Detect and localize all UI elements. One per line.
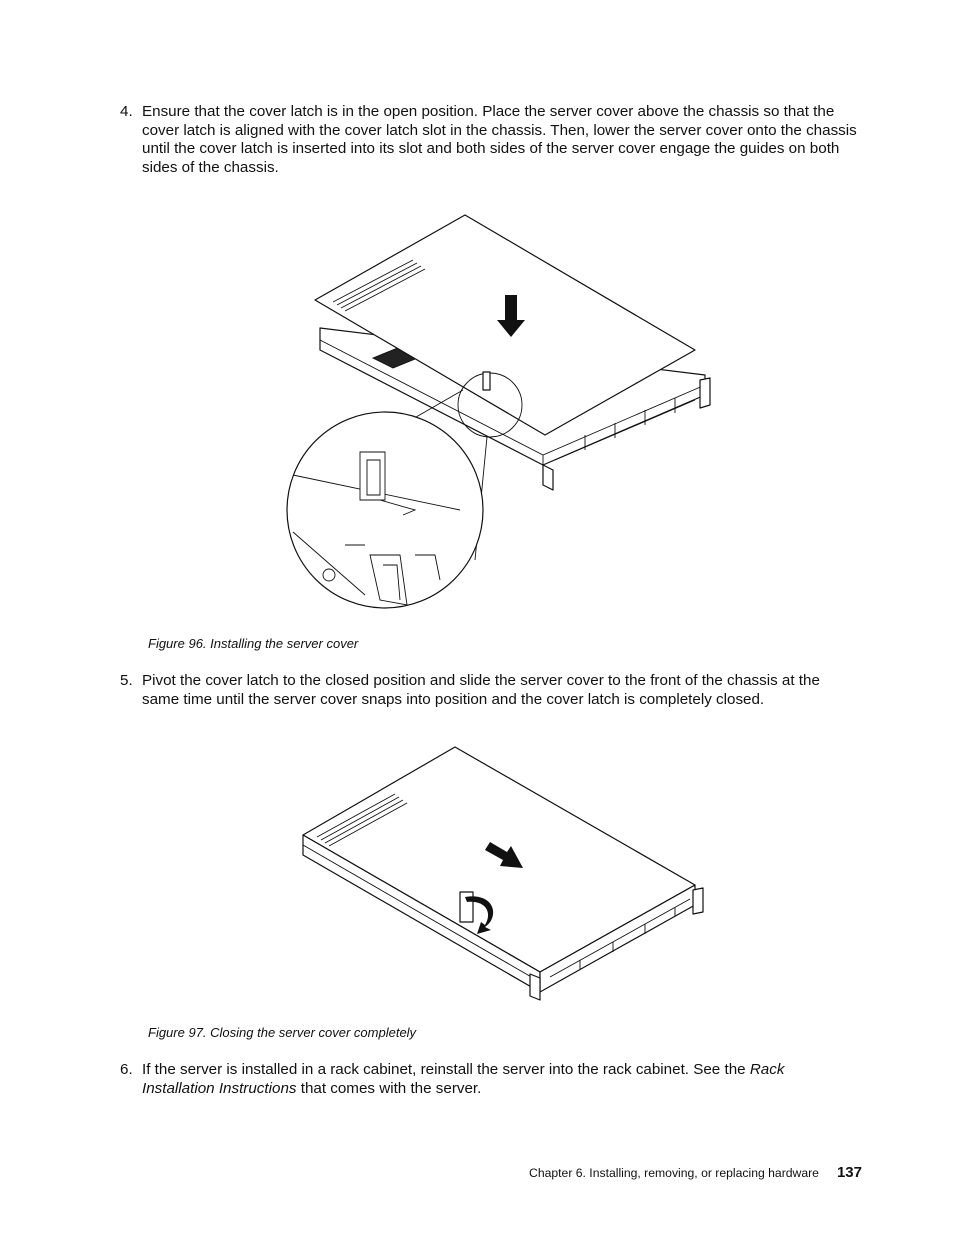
figure-97-illustration: [295, 742, 710, 1007]
figure-96-illustration: [285, 210, 725, 620]
rack-installation-instructions-title: Rack Installation Instructions: [142, 1061, 785, 1097]
step-6: 6. If the server is installed in a rack …: [120, 1061, 860, 1098]
step-4: 4. Ensure that the cover latch is in the…: [120, 103, 860, 177]
step-text-after: that comes with the server.: [296, 1079, 482, 1097]
page-number: 137: [836, 1164, 862, 1181]
footer-chapter: Chapter 6. Installing, removing, or repl…: [529, 1166, 819, 1180]
step-text-before: If the server is installed in a rack cab…: [142, 1061, 750, 1078]
figure-97-caption: Figure 97. Closing the server cover comp…: [148, 1025, 417, 1040]
step-text: Pivot the cover latch to the closed posi…: [142, 672, 820, 708]
page-footer: Chapter 6. Installing, removing, or repl…: [0, 1164, 862, 1181]
step-number: 5.: [120, 672, 133, 689]
step-number: 6.: [120, 1061, 133, 1078]
step-number: 4.: [120, 103, 133, 120]
step-5: 5. Pivot the cover latch to the closed p…: [120, 672, 860, 709]
step-text: Ensure that the cover latch is in the op…: [142, 103, 857, 176]
step-text: If the server is installed in a rack cab…: [142, 1061, 860, 1098]
figure-96-caption: Figure 96. Installing the server cover: [148, 636, 359, 651]
